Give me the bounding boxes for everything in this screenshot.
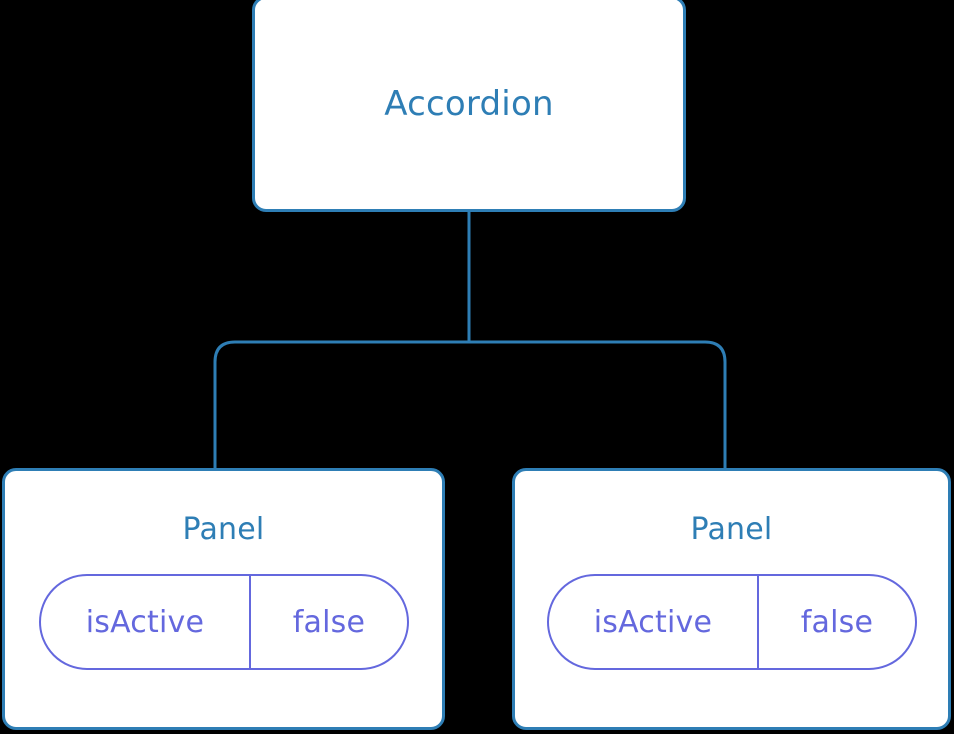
edge-root-to-panel-right: [469, 340, 727, 470]
prop-key-isactive-left: isActive: [85, 604, 205, 640]
edge-root-to-panel-left: [213, 340, 469, 470]
prop-pill-isactive-left[interactable]: isActive false: [38, 574, 409, 670]
node-panel-left[interactable]: Panel isActive false: [2, 468, 445, 730]
node-accordion-label: Accordion: [384, 84, 554, 124]
node-accordion[interactable]: Accordion: [252, 0, 686, 212]
prop-divider-left: [249, 576, 252, 668]
node-panel-right-label: Panel: [690, 512, 773, 547]
node-panel-left-label: Panel: [182, 512, 265, 547]
prop-key-isactive-right: isActive: [593, 604, 713, 640]
prop-value-isactive-left: false: [292, 604, 366, 640]
prop-pill-isactive-right[interactable]: isActive false: [546, 574, 917, 670]
prop-divider-right: [757, 576, 760, 668]
node-panel-right[interactable]: Panel isActive false: [512, 468, 951, 730]
prop-value-isactive-right: false: [800, 604, 874, 640]
